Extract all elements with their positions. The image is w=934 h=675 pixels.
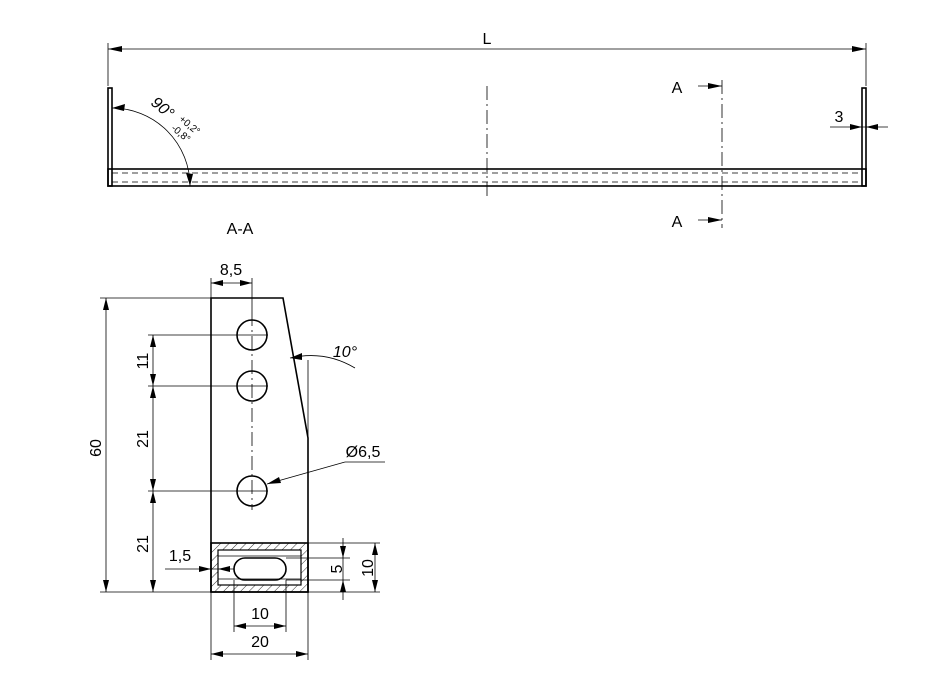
- width-top-arrow-left: [211, 280, 223, 286]
- hole-3: [236, 475, 268, 507]
- flange-arrow-left: [199, 566, 211, 572]
- height-arrow-bottom: [103, 580, 109, 592]
- base-width-arrow-left: [211, 651, 223, 657]
- hole-1: [236, 319, 268, 351]
- pitch-2-arrow-top: [150, 386, 156, 398]
- section-label-top: A: [672, 80, 683, 97]
- pitch-3-label: 21: [135, 535, 152, 553]
- taper-arrow: [290, 353, 302, 360]
- width-top-label: 8,5: [220, 262, 242, 279]
- base-height-arrow-bottom: [372, 580, 378, 592]
- height-label: 60: [88, 439, 105, 457]
- right-end-flange: [861, 87, 867, 187]
- slot-height-arrow-bottom: [340, 580, 346, 592]
- hole-2: [236, 370, 268, 402]
- flange-label: 1,5: [169, 548, 191, 565]
- diameter-arrow: [267, 477, 281, 484]
- base-height-label: 10: [360, 559, 377, 577]
- length-label: L: [483, 31, 492, 48]
- base-height-arrow-top: [372, 543, 378, 555]
- base-width-label: 20: [251, 634, 269, 651]
- pitch-1-label: 11: [135, 353, 152, 370]
- angle-arrow-start: [112, 104, 125, 111]
- left-end-flange: [107, 87, 113, 187]
- pitch-3-arrow-bottom: [150, 580, 156, 592]
- diameter-label: Ø6,5: [346, 444, 381, 461]
- pitch-3-arrow-top: [150, 491, 156, 503]
- wall-arrow-right: [866, 124, 878, 130]
- pitch-1-arrow-bottom: [150, 374, 156, 386]
- pitch-2-label: 21: [135, 430, 152, 448]
- pitch-2-arrow-bottom: [150, 479, 156, 491]
- section-title: A-A: [227, 221, 254, 238]
- slot-height-arrow-top: [340, 546, 346, 558]
- length-arrow-right: [852, 46, 866, 52]
- base-width-arrow-right: [296, 651, 308, 657]
- angle-arc: [111, 107, 191, 187]
- flange-arrow-right: [218, 566, 230, 572]
- wall-arrow-left: [850, 124, 862, 130]
- angle-arrow-end: [186, 173, 193, 186]
- taper-label: 10°: [333, 344, 358, 361]
- length-arrow-left: [108, 46, 122, 52]
- slot-width-arrow-left: [234, 623, 246, 629]
- section-arrow-top: [708, 83, 722, 89]
- width-top-arrow-right: [240, 280, 252, 286]
- section-view: A-A 8,5: [88, 221, 385, 660]
- wall-label: 3: [835, 109, 844, 126]
- top-view: L A A 3 90° +0,2° -0,8°: [107, 31, 888, 231]
- pitch-1-arrow-top: [150, 335, 156, 347]
- section-arrow-bottom: [708, 217, 722, 223]
- section-label-bottom: A: [672, 214, 683, 231]
- slot-width-label: 10: [251, 606, 269, 623]
- slot-width-arrow-right: [274, 623, 286, 629]
- height-arrow-top: [103, 298, 109, 310]
- slot-height-label: 5: [329, 564, 346, 573]
